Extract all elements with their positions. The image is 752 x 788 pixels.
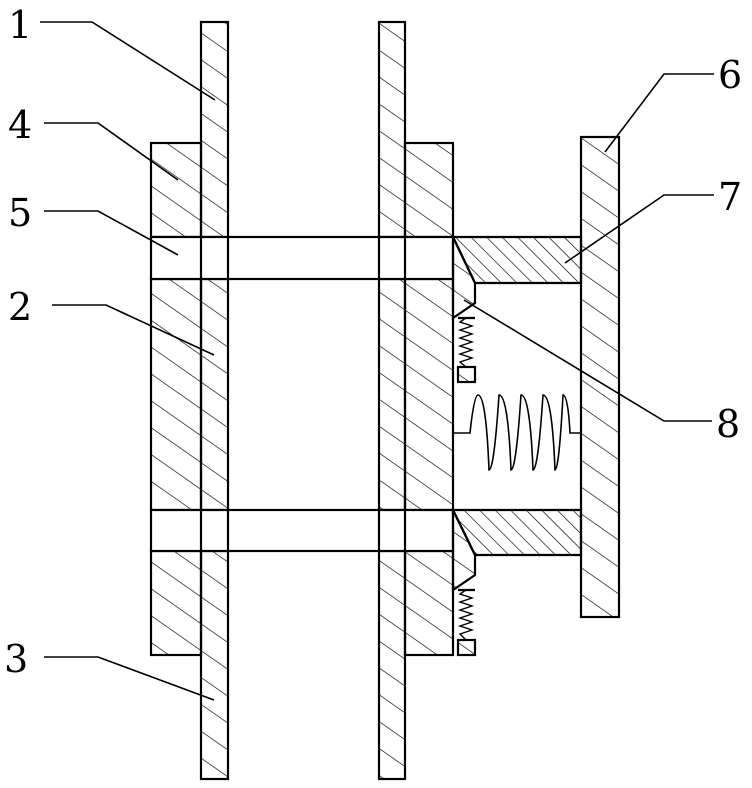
label-7: 7 <box>718 175 742 219</box>
collar-left <box>151 143 201 655</box>
collar-right <box>405 143 453 655</box>
pin-slot-lower <box>151 510 453 551</box>
label-2: 2 <box>8 285 32 329</box>
label-6: 6 <box>718 53 742 97</box>
label-5: 5 <box>8 191 32 235</box>
small-spring-lower <box>460 590 472 640</box>
latch-wedges <box>453 237 475 655</box>
side-plate <box>581 137 619 617</box>
label-8: 8 <box>716 402 740 446</box>
large-spring <box>453 395 581 470</box>
label-1: 1 <box>8 3 32 47</box>
label-4: 4 <box>8 103 32 147</box>
tube-wall-left <box>201 22 228 779</box>
pin-slot-upper <box>151 237 453 279</box>
small-spring-upper <box>460 318 472 367</box>
label-3: 3 <box>4 637 28 681</box>
tube-wall-right <box>379 22 405 779</box>
part-labels: 1 4 5 2 3 6 7 8 <box>4 3 742 681</box>
